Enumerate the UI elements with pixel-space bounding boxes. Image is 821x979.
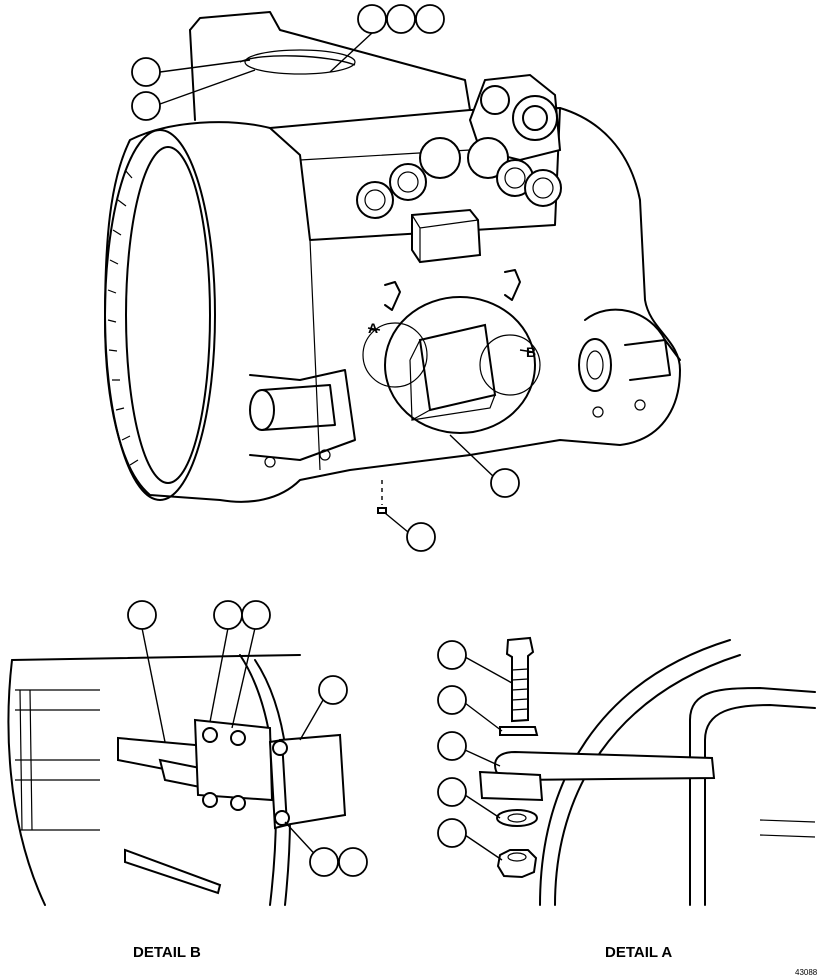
junction-box [411,208,482,264]
callout-circle[interactable] [437,640,467,670]
access-opening [384,296,536,434]
nut [496,849,538,879]
detail-a-title: DETAIL A [605,944,673,961]
top-frame [189,11,471,111]
view-circle-b [479,334,541,396]
main-assembly [104,11,681,514]
callout-circle[interactable] [490,468,520,498]
trunnion-right [584,308,681,361]
callout-circle[interactable] [437,731,467,761]
detail-b-title: DETAIL B [133,944,201,961]
callout-circle[interactable] [131,91,161,121]
callout-circle[interactable] [241,600,271,630]
callout-circle[interactable] [309,847,339,877]
main-callouts [131,4,520,552]
detail-a-callouts [437,640,467,848]
document-id: 43088 [795,968,818,977]
view-marker-a: A [368,320,378,336]
access-cover-bracket [418,323,497,412]
trunnion-left [249,369,356,461]
detail-b-drawing [7,654,347,906]
housing-body [104,107,681,503]
view-circle-a [362,322,428,388]
view-marker-b: B [526,344,536,360]
washer [499,726,539,736]
connector-row [356,137,562,219]
detail-b-callouts [127,600,368,877]
detail-a-leaders [464,656,513,861]
callout-circle[interactable] [437,777,467,807]
callout-circle[interactable] [415,4,445,34]
callout-circle[interactable] [357,4,387,34]
callout-circle[interactable] [406,522,436,552]
callout-circle[interactable] [213,600,243,630]
callout-circle[interactable] [338,847,368,877]
wedge [124,848,222,895]
callout-circle[interactable] [131,57,161,87]
clip-left [384,281,401,311]
callout-circle[interactable] [386,4,416,34]
clip-right [504,269,521,301]
front-ring-outer [104,129,216,501]
callout-circle[interactable] [318,675,348,705]
callout-circle[interactable] [127,600,157,630]
ring-teeth [107,169,139,466]
switch-block [278,733,347,827]
detail-b-leaders [141,627,331,863]
lock-washer [496,809,538,827]
callout-circle[interactable] [437,685,467,715]
front-ring-inner [125,146,211,484]
main-leaders [159,32,496,533]
detail-a-drawing [478,636,816,906]
callout-circle[interactable] [437,818,467,848]
spacer [478,770,544,802]
